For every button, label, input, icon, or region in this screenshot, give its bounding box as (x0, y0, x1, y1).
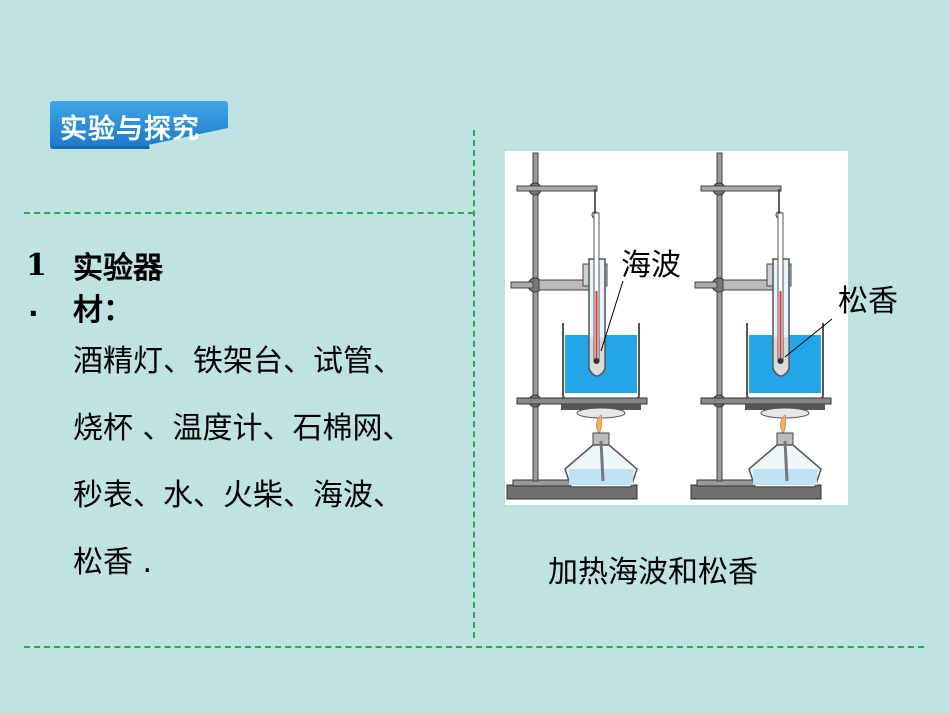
right-pointer (784, 318, 833, 358)
divider-top (24, 212, 474, 214)
right-apparatus (689, 151, 833, 501)
apparatus-figure (505, 151, 848, 505)
item-number: 1 (26, 248, 47, 283)
left-pointer (600, 280, 624, 352)
item-heading: 实验器材： (73, 251, 163, 328)
badge-title: 实验与探究 (60, 114, 200, 145)
materials-list: 酒精灯、铁架台、试管、烧杯 、温度计、石棉网、秒表、水、火柴、海波、松香 . (73, 344, 413, 580)
apparatus-drawing (505, 151, 833, 501)
section-badge: 实验与探究 (50, 101, 228, 149)
right-sample-label: 松香 (838, 284, 898, 319)
figure-caption: 加热海波和松香 (548, 555, 758, 590)
item-dot: . (28, 290, 39, 323)
left-apparatus (505, 151, 649, 501)
left-sample-label: 海波 (621, 248, 681, 283)
divider-vertical (473, 130, 475, 638)
divider-bottom (24, 646, 924, 648)
